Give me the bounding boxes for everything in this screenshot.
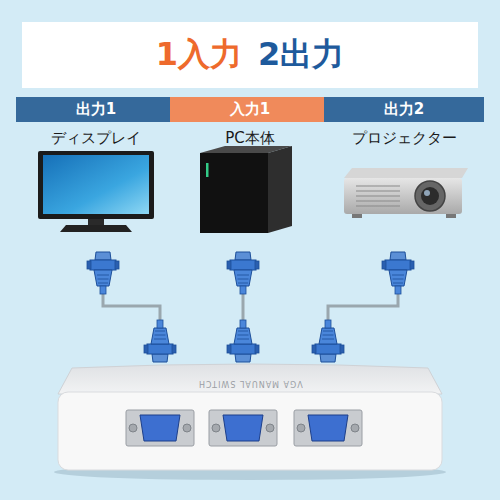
vga-plug (87, 252, 119, 294)
device-name: ディスプレイ (16, 129, 176, 147)
projector-lens (415, 181, 445, 211)
vga-plug (312, 320, 344, 362)
projector-lens-inner (421, 187, 439, 205)
projector-foot (446, 214, 456, 218)
device-column: 入力1PC本体 (170, 97, 330, 252)
device-column: 出力2 プロジェクター (324, 97, 484, 252)
power-led (206, 163, 209, 177)
pc-tower-icon (200, 146, 292, 233)
lens-highlight (424, 190, 430, 196)
title-banner: 1入力 2出力 (22, 22, 478, 88)
switch-device: VGA MANUAL SWITCH (58, 362, 442, 470)
tower-front (200, 153, 268, 233)
monitor-neck (88, 219, 104, 225)
monitor-frame (38, 151, 154, 219)
header-bar: 入力1 (170, 97, 330, 122)
projector-body (344, 178, 462, 214)
vga-plug (227, 252, 259, 294)
banner-text: 2出力 (258, 33, 344, 77)
vga-plugs (87, 252, 414, 362)
projector-top (344, 168, 468, 178)
vga-plug (227, 320, 259, 362)
device-name: PC本体 (170, 129, 330, 147)
switch-label: VGA MANUAL SWITCH (198, 378, 303, 388)
vga-port (294, 410, 362, 446)
banner-text: 1入力 (156, 33, 242, 77)
vga-switch-body (54, 364, 446, 480)
vga-port (126, 410, 194, 446)
projector-vents (356, 186, 400, 206)
header-bar: 出力1 (16, 97, 176, 122)
header-bar: 出力2 (324, 97, 484, 122)
projector-foot (352, 214, 362, 218)
vga-plug (144, 320, 176, 362)
display-icon (38, 151, 154, 232)
vga-plug (382, 252, 414, 294)
projector-icon (344, 168, 468, 218)
device-column: 出力1 ディスプレイ (16, 97, 176, 252)
monitor-base (60, 225, 132, 232)
vga-port (209, 410, 277, 446)
tower-side (268, 146, 292, 233)
switch-front (58, 392, 442, 470)
monitor-screen (43, 155, 149, 214)
device-name: プロジェクター (324, 129, 484, 147)
switch-top (58, 364, 442, 394)
